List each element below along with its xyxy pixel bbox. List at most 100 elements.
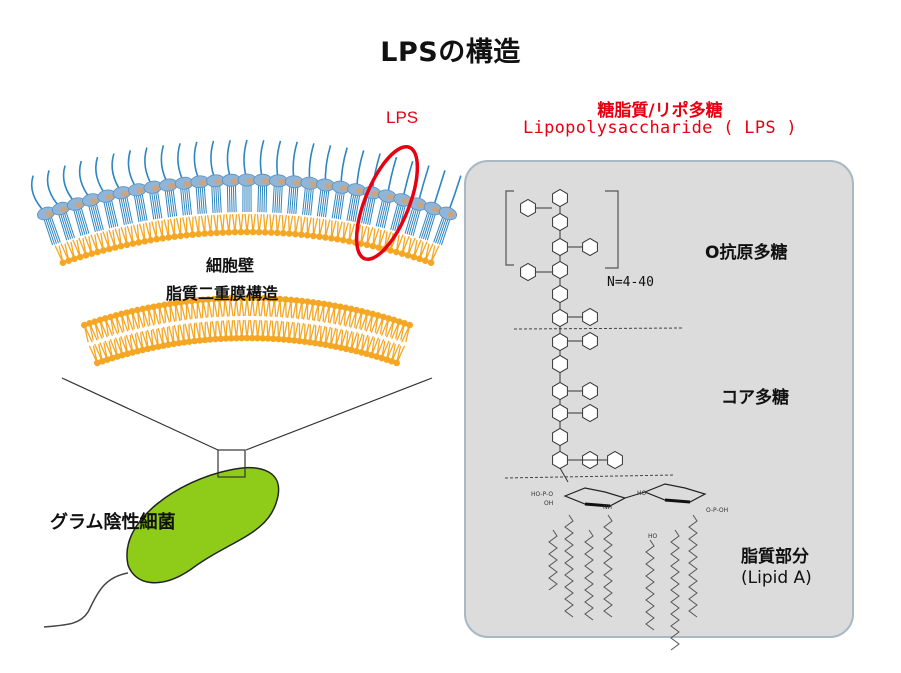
lipid-head: [161, 301, 168, 309]
lipid-head: [345, 237, 353, 245]
sugar-chain: [520, 188, 623, 470]
chem-label: O-P-OH: [706, 507, 728, 514]
lps-head-core: [261, 178, 270, 185]
lipid-head: [134, 306, 141, 314]
lipid-head: [254, 334, 261, 342]
lipid-head: [114, 353, 121, 360]
bacterium-body: [126, 466, 280, 584]
lps-tail: [140, 189, 148, 221]
lipid-head: [183, 298, 190, 305]
sugar-unit: [552, 381, 568, 401]
lipid-head: [363, 241, 371, 249]
chem-label: OH: [544, 500, 553, 507]
lipid-head: [217, 335, 225, 343]
lipid-head: [159, 234, 166, 242]
lps-tail: [110, 195, 119, 227]
lipid-head: [337, 344, 345, 351]
lps-head-core: [105, 194, 114, 201]
lps-tail: [156, 187, 163, 219]
core-link: [559, 467, 569, 483]
lipid-head: [212, 335, 219, 343]
lipid-head: [387, 247, 394, 254]
membrane-layers: [30, 139, 462, 367]
sugar-unit: [552, 403, 568, 423]
lipid-head: [398, 250, 406, 257]
lipid-head: [276, 295, 284, 303]
lipid-head: [98, 357, 106, 365]
lps-head-core: [183, 181, 192, 188]
lipid-head: [316, 233, 323, 240]
lipid-head: [227, 334, 235, 342]
lipid-head: [149, 344, 157, 351]
lipid-head: [347, 305, 355, 313]
lipid-head: [347, 346, 355, 354]
fatty-acid-chain: [645, 539, 655, 631]
lipid-head: [194, 297, 201, 304]
lipid-head: [261, 228, 269, 236]
lipid-head: [395, 318, 403, 325]
lps-head-core: [371, 190, 380, 197]
lipid-head: [259, 334, 267, 342]
lipid-head: [123, 309, 130, 316]
lipid-head: [388, 357, 396, 365]
lipid-head: [111, 244, 119, 251]
lipid-head: [180, 339, 188, 346]
lipid-head: [71, 255, 78, 263]
lipid-head: [306, 339, 314, 346]
lipid-head: [144, 345, 152, 353]
lipid-head: [287, 296, 295, 304]
lipid-head: [368, 351, 375, 359]
lipid-head: [207, 229, 215, 237]
lipid-head: [86, 320, 93, 327]
lipid-head: [225, 228, 233, 236]
sugar-unit: [552, 188, 568, 208]
lps-head-core: [416, 202, 425, 209]
lipid-head: [171, 233, 178, 240]
lipid-head: [267, 229, 275, 236]
lps-tail: [346, 189, 354, 221]
lipid-head: [427, 259, 435, 266]
lps-head-core: [308, 181, 317, 188]
fatty-acid-chain: [688, 514, 698, 618]
lipid-head: [177, 232, 184, 240]
lipid-head: [93, 359, 101, 367]
lipid-head: [100, 247, 107, 254]
sugar-unit: [552, 354, 568, 374]
lipid-head: [422, 257, 429, 265]
lps-head-core: [340, 185, 349, 192]
sugar-unit: [552, 284, 568, 304]
lps-head-core: [120, 190, 129, 197]
lipid-head: [82, 252, 90, 259]
lipid-head: [216, 295, 223, 303]
lipid-head: [172, 299, 179, 307]
lps-tail: [79, 203, 90, 234]
lipid-head: [107, 313, 114, 321]
lipid-head: [165, 341, 172, 349]
lipid-head: [248, 334, 256, 342]
lps-head-core: [151, 185, 160, 192]
core-label: コア多糖: [721, 388, 789, 408]
lipid-head: [112, 312, 120, 319]
lipid-head: [374, 312, 382, 319]
lipid-head: [254, 294, 262, 302]
zoom-line-left: [61, 377, 219, 451]
lipid-a-label-en: (Lipid A): [741, 568, 812, 588]
lipid-head: [76, 253, 84, 261]
lipid-head: [406, 321, 413, 329]
lps-tail: [404, 203, 415, 234]
lps-head-core: [167, 182, 176, 189]
lps-head-core: [90, 197, 99, 204]
lipid-head: [232, 294, 240, 302]
sugar-unit: [552, 260, 568, 280]
lipid-head: [91, 318, 99, 325]
lipid-head: [231, 228, 239, 236]
lipid-head: [249, 228, 257, 236]
lipid-head: [191, 337, 198, 345]
lipid-head: [331, 302, 339, 310]
lipid-head: [264, 335, 272, 342]
lipid-head: [144, 304, 152, 312]
lipid-head: [342, 345, 350, 353]
lipid-head: [380, 313, 387, 321]
sugar-unit: [552, 212, 568, 232]
